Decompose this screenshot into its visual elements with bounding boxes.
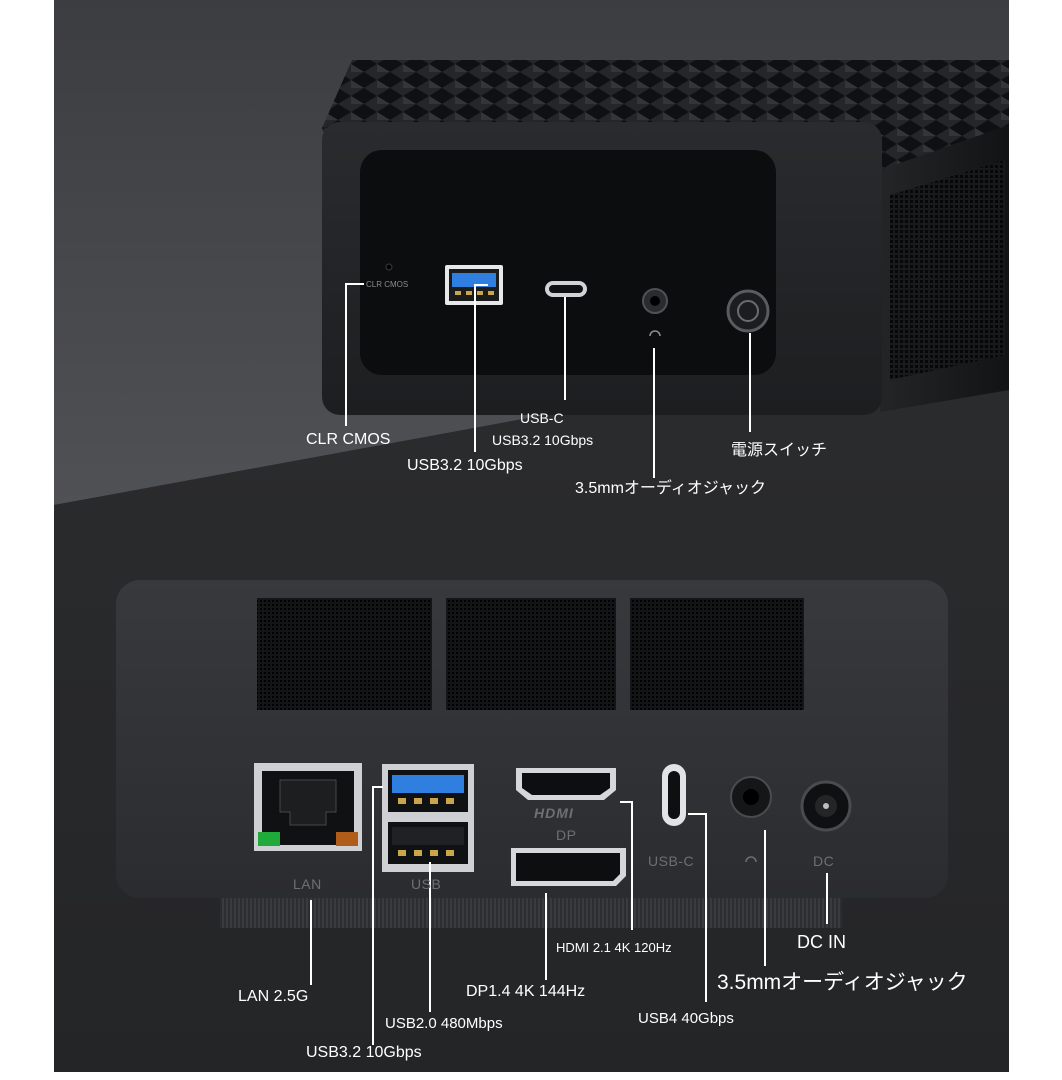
label-power-switch: 電源スイッチ	[731, 442, 828, 459]
engraved-hdmi: HDMI	[534, 805, 574, 821]
label-dp14: DP1.4 4K 144Hz	[466, 983, 586, 1000]
label-front-usbc: USB-C	[520, 410, 564, 426]
label-usb4: USB4 40Gbps	[638, 1010, 734, 1027]
label-lan-25g: LAN 2.5G	[238, 988, 309, 1005]
engraved-clr-cmos: CLR CMOS	[366, 280, 409, 289]
label-usb20: USB2.0 480Mbps	[385, 1015, 503, 1032]
label-front-usbc-speed: USB3.2 10Gbps	[492, 432, 594, 448]
engraved-usbc: USB-C	[648, 853, 695, 869]
engraved-dc: DC	[813, 853, 835, 869]
label-front-audio-jack: 3.5mmオーディオジャック	[575, 480, 766, 497]
label-clr-cmos: CLR CMOS	[306, 431, 391, 448]
label-rear-usb32: USB3.2 10Gbps	[306, 1044, 422, 1061]
engraved-dp: DP	[556, 827, 577, 843]
label-rear-audio-jack: 3.5mmオーディオジャック	[717, 971, 968, 994]
engraved-lan: LAN	[293, 876, 322, 892]
label-dc-in: DC IN	[797, 932, 846, 952]
label-front-usb32: USB3.2 10Gbps	[407, 457, 523, 474]
engraved-usb: USB	[411, 876, 442, 892]
label-hdmi21: HDMI 2.1 4K 120Hz	[556, 940, 672, 955]
